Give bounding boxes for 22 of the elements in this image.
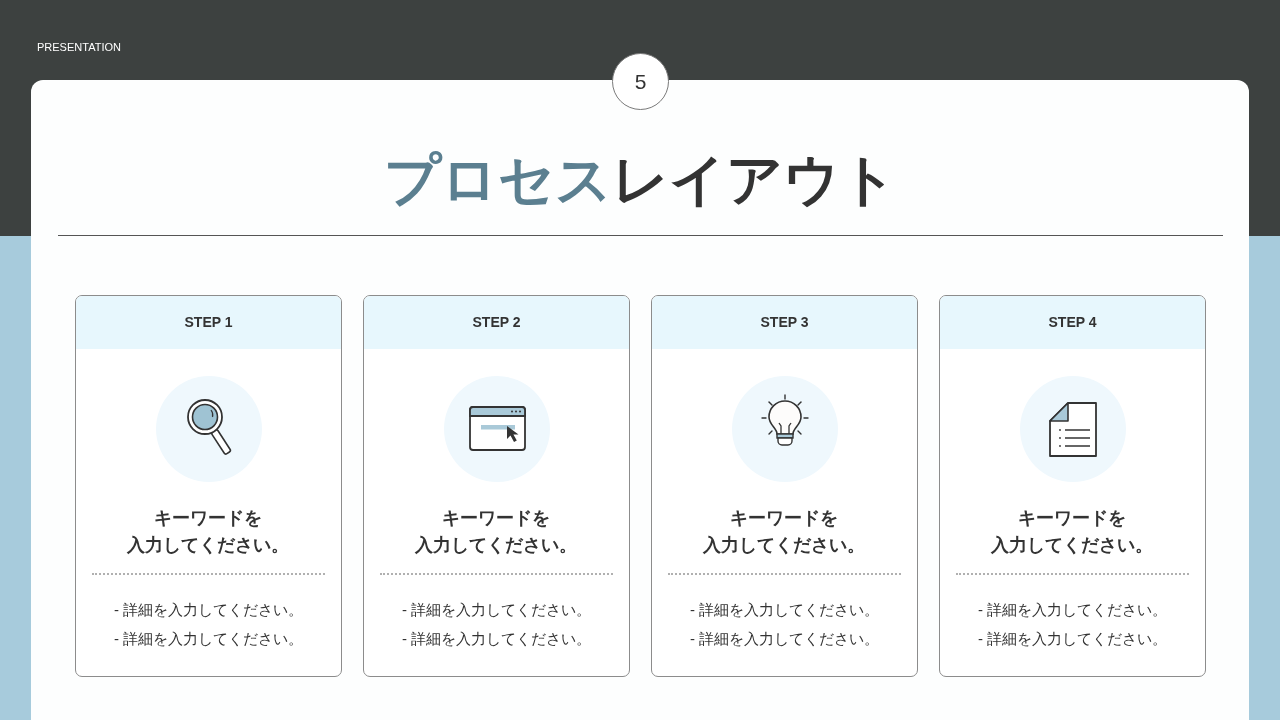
- detail-text: - 詳細を入力してください。: [113, 629, 304, 649]
- card-heading: キーワードを入力してください。: [702, 507, 866, 557]
- detail-text: - 詳細を入力してください。: [113, 600, 304, 620]
- card-header: STEP 3: [652, 296, 917, 349]
- slide-title: プロセスレイアウト: [383, 147, 897, 213]
- step-card: [363, 295, 630, 677]
- card-header: STEP 2: [364, 296, 629, 349]
- step-card: [651, 295, 918, 677]
- detail-text: - 詳細を入力してください。: [977, 600, 1168, 620]
- detail-text: - 詳細を入力してください。: [689, 629, 880, 649]
- card-heading: キーワードを入力してください。: [126, 507, 290, 557]
- card-heading: キーワードを入力してください。: [990, 507, 1154, 557]
- header-label: PRESENTATION: [37, 40, 121, 54]
- card-header: STEP 1: [76, 296, 341, 349]
- step-card: [75, 295, 342, 677]
- card-header: STEP 4: [940, 296, 1205, 349]
- detail-text: - 詳細を入力してください。: [401, 600, 592, 620]
- step-card: [939, 295, 1206, 677]
- card-heading: キーワードを入力してください。: [414, 507, 578, 557]
- detail-text: - 詳細を入力してください。: [689, 600, 880, 620]
- detail-text: - 詳細を入力してください。: [977, 629, 1168, 649]
- detail-text: - 詳細を入力してください。: [401, 629, 592, 649]
